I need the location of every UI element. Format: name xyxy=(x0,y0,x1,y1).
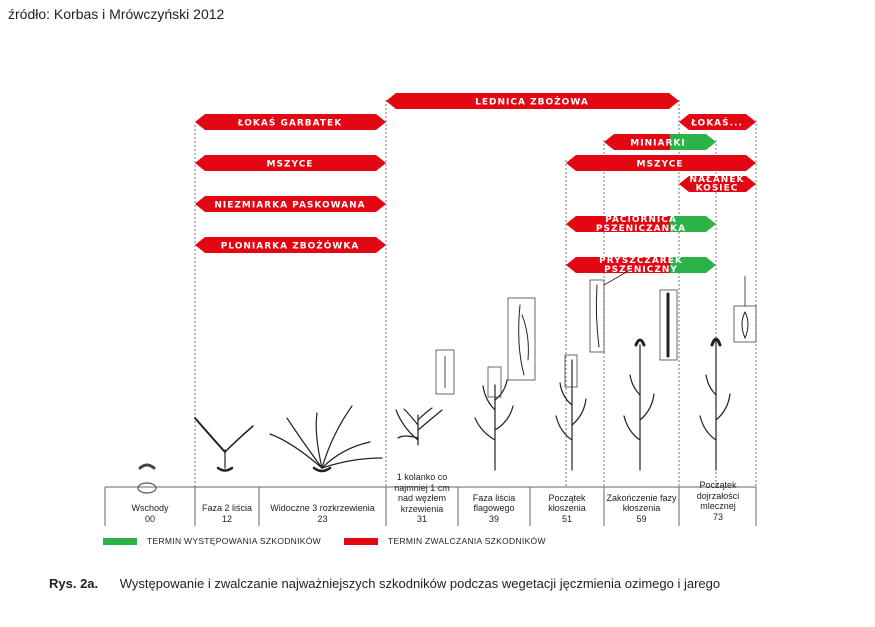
bar-lednica-zbozowa: LEDNICA ZBOŻOWA xyxy=(386,93,679,109)
stage-code: 59 xyxy=(636,513,647,524)
bar-label: MSZYCE xyxy=(637,160,684,170)
bar-label: NIEZMIARKA PASKOWANA xyxy=(214,201,365,211)
bar-lokas-garbatek: ŁOKAŚ GARBATEK xyxy=(195,114,386,130)
stage-code: 51 xyxy=(561,513,572,524)
caption-text: Występowanie i zwalczanie najważniejszyc… xyxy=(119,576,721,591)
stage-59: Zakończenie fazy kłoszenia 59 xyxy=(606,487,677,526)
plant-stage-59 xyxy=(623,289,678,471)
plant-stage-31 xyxy=(395,349,455,446)
stage-label: Wschody xyxy=(131,503,169,513)
bar-label: MSZYCE xyxy=(267,160,314,170)
stage-label: Początek kłoszenia xyxy=(548,492,586,514)
stage-label: Początek dojrzałości mlecznej xyxy=(696,480,740,511)
bar-label: PACIORNICA xyxy=(605,215,677,225)
bar-pryszczarek-pszeniczny: PRYSZCZAREK PSZENICZNY xyxy=(566,256,716,275)
stage-51: Początek kłoszenia 51 xyxy=(532,487,602,526)
bar-mszyce-late: MSZYCE xyxy=(566,155,756,171)
plant-stage-23 xyxy=(269,405,383,473)
stage-31: 1 kolanko co najmniej 1 cm nad węzłem kr… xyxy=(391,472,453,525)
stage-code: 00 xyxy=(144,513,155,524)
bar-mszyce-early: MSZYCE xyxy=(195,155,386,171)
stage-label: 1 kolanko co najmniej 1 cm nad węzłem kr… xyxy=(394,472,450,514)
stage-label: Faza 2 liścia xyxy=(201,503,253,513)
legend-swatch-red xyxy=(344,537,378,545)
legend-control: TERMIN ZWALCZANIA SZKODNIKÓW xyxy=(344,534,546,548)
plant-stage-39 xyxy=(474,297,536,471)
bar-niezmiarka-paskowana: NIEZMIARKA PASKOWANA xyxy=(195,196,386,212)
bar-label: MINIARKI xyxy=(630,139,685,149)
bar-label: LEDNICA ZBOŻOWA xyxy=(475,97,589,108)
legend-label: TERMIN WYSTĘPOWANIA SZKODNIKÓW xyxy=(147,536,321,546)
bar-paciornica-pszeniczanka: PACIORNICA PSZENICZANKA xyxy=(566,215,716,234)
bar-miniarki: MINIARKI xyxy=(604,134,716,150)
legend-label: TERMIN ZWALCZANIA SZKODNIKÓW xyxy=(388,536,546,546)
stage-12: Faza 2 liścia 12 xyxy=(195,487,259,526)
stage-00: Wschody 00 xyxy=(105,487,195,526)
stage-code: 23 xyxy=(317,513,328,524)
legend-swatch-green xyxy=(103,537,137,545)
plant-stage-12 xyxy=(194,417,254,472)
stage-39: Faza liścia flagowego 39 xyxy=(458,487,530,526)
bar-label: PLONIARKA ZBOŻÓWKA xyxy=(221,240,360,252)
bar-label: ŁOKAŚ GARBATEK xyxy=(237,117,342,129)
bar-label: ŁOKAŚ... xyxy=(690,117,743,129)
bar-lokas-2: ŁOKAŚ... xyxy=(679,114,756,130)
bar-label: KOSIEC xyxy=(696,184,739,194)
bar-label: PRYSZCZAREK xyxy=(599,256,683,266)
plant-stage-73 xyxy=(699,275,757,471)
source-note: źródło: Korbas i Mrówczyński 2012 xyxy=(8,6,225,22)
bar-ploniarka-zbozowka: PLONIARKA ZBOŻÓWKA xyxy=(195,237,386,253)
plant-stage-51 xyxy=(555,269,631,471)
bar-label: NAŁANEK xyxy=(690,175,745,185)
stage-73: Początek dojrzałości mlecznej 73 xyxy=(684,480,752,522)
legend-occurrence: TERMIN WYSTĘPOWANIA SZKODNIKÓW xyxy=(103,534,321,548)
stage-code: 12 xyxy=(221,513,232,524)
bar-nalanek-kosiec: NAŁANEK KOSIEC xyxy=(679,175,756,194)
stage-code: 31 xyxy=(416,514,427,524)
stage-code: 73 xyxy=(712,511,723,522)
seedling-illustration xyxy=(137,463,157,494)
stage-code: 39 xyxy=(488,513,499,524)
stage-timeline xyxy=(104,486,757,526)
stage-label: Faza liścia flagowego xyxy=(472,492,516,514)
figure-caption: Rys. 2a. Występowanie i zwalczanie najwa… xyxy=(49,576,720,591)
stage-label: Zakończenie fazy kłoszenia xyxy=(606,492,677,514)
bar-label: PSZENICZNY xyxy=(604,265,678,275)
caption-prefix: Rys. 2a. xyxy=(49,576,99,591)
plant-illustrations xyxy=(137,269,757,494)
stage-23: Widoczne 3 rozkrzewienia 23 xyxy=(259,487,386,526)
bar-label: PSZENICZANKA xyxy=(596,224,686,234)
stage-label: Widoczne 3 rozkrzewienia xyxy=(270,503,375,513)
